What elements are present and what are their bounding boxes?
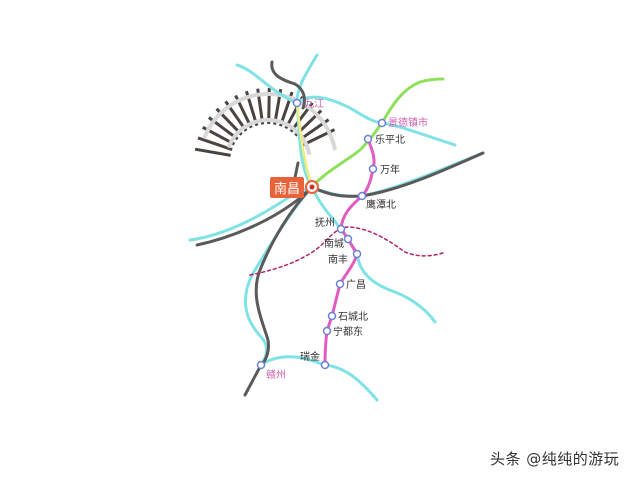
station-marker[interactable] bbox=[368, 164, 378, 174]
yellow-line bbox=[295, 101, 314, 189]
station-marker[interactable] bbox=[343, 234, 353, 244]
station-1[interactable]: 九江 bbox=[292, 98, 325, 110]
station-marker[interactable] bbox=[327, 311, 337, 321]
gray-line-north bbox=[270, 60, 306, 110]
cyan-lines bbox=[188, 53, 485, 402]
station-8[interactable]: 南丰 bbox=[328, 249, 362, 267]
arch-rail bbox=[202, 92, 337, 151]
station-label: 瑞金 bbox=[300, 350, 320, 363]
station-7[interactable]: 南城 bbox=[324, 234, 353, 251]
station-label: 宁都东 bbox=[333, 325, 363, 338]
capital-marker[interactable] bbox=[305, 180, 319, 194]
station-10[interactable]: 石城北 bbox=[327, 311, 369, 323]
station-12[interactable]: 瑞金 bbox=[300, 350, 330, 370]
station-label: 鹰潭北 bbox=[366, 198, 396, 211]
station-label: 抚州 bbox=[315, 217, 335, 229]
station-marker[interactable] bbox=[256, 360, 266, 370]
station-marker[interactable] bbox=[322, 326, 332, 336]
station-label: 万年 bbox=[380, 163, 400, 176]
station-11[interactable]: 宁都东 bbox=[322, 325, 364, 338]
arch-sleeper bbox=[194, 147, 231, 157]
station-marker[interactable] bbox=[336, 224, 346, 234]
arch-sleeper bbox=[197, 136, 233, 152]
station-2[interactable]: 景德镇市 bbox=[377, 116, 429, 129]
station-marker[interactable] bbox=[363, 134, 373, 144]
station-label: 南城 bbox=[324, 237, 344, 250]
station-marker[interactable] bbox=[357, 191, 367, 201]
station-marker[interactable] bbox=[335, 279, 345, 289]
station-label: 广昌 bbox=[346, 279, 366, 291]
station-label: 南丰 bbox=[328, 253, 348, 266]
station-9[interactable]: 广昌 bbox=[335, 279, 367, 291]
station-marker[interactable] bbox=[352, 249, 362, 259]
station-label: 石城北 bbox=[338, 311, 368, 323]
dashed-magenta-line bbox=[249, 226, 444, 276]
station-4[interactable]: 万年 bbox=[368, 163, 401, 176]
gray-line-east-west bbox=[195, 151, 485, 247]
station-marker[interactable] bbox=[320, 360, 330, 370]
gray-line-south bbox=[243, 185, 314, 397]
station-label: 赣州 bbox=[266, 368, 286, 381]
station-3[interactable]: 乐平北 bbox=[363, 134, 406, 146]
station-label: 九江 bbox=[304, 98, 324, 110]
station-marker[interactable] bbox=[292, 98, 302, 108]
station-6[interactable]: 抚州 bbox=[315, 217, 346, 234]
watermark: 头条 @纯纯的游玩 bbox=[490, 450, 620, 468]
station-label: 乐平北 bbox=[375, 134, 405, 146]
station-13[interactable]: 赣州 bbox=[256, 360, 287, 382]
station-5[interactable]: 鹰潭北 bbox=[357, 191, 397, 212]
capital-label[interactable]: 南昌 bbox=[270, 177, 305, 198]
station-label: 景德镇市 bbox=[388, 116, 428, 129]
cyan-line-jiujiang-jingdezhen bbox=[235, 63, 457, 147]
station-marker[interactable] bbox=[377, 118, 387, 128]
